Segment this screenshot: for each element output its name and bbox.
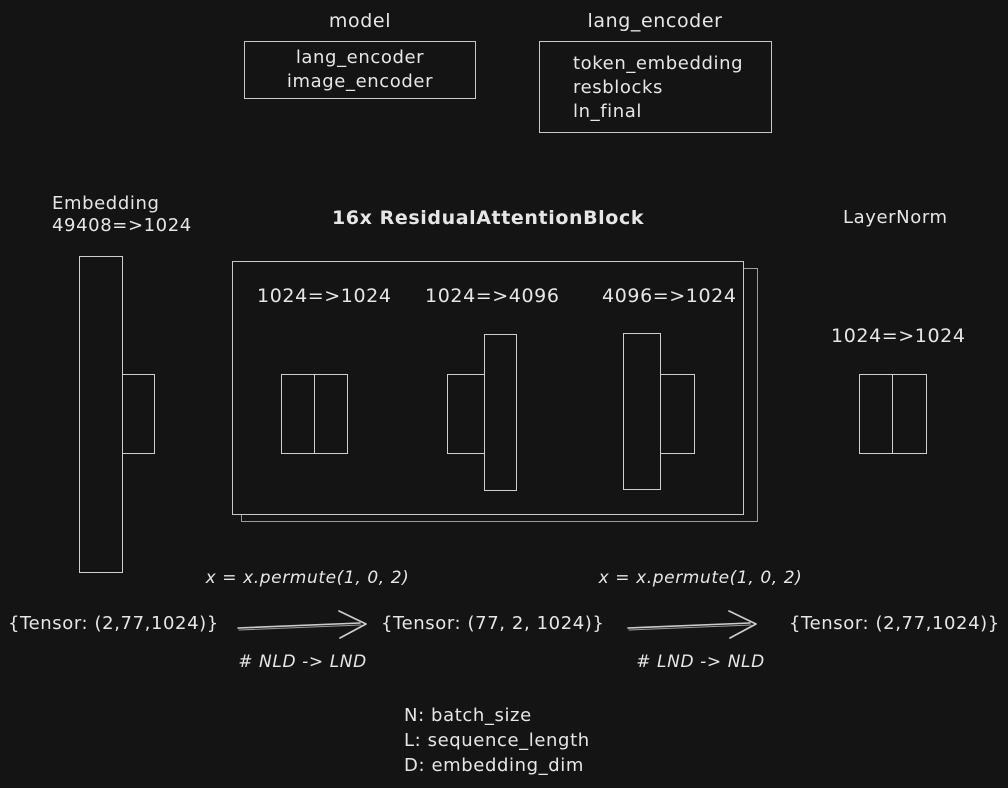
- model-box: [244, 41, 476, 99]
- lang-encoder-box-title: lang_encoder: [587, 10, 723, 32]
- lang-encoder-box-item-token-embedding: token_embedding: [573, 53, 744, 74]
- embedding-stage-title: Embedding: [52, 193, 160, 214]
- resblock-shape-label-1: 1024=>1024: [257, 285, 392, 307]
- permute-op-label-1: x = x.permute(1, 0, 2): [205, 568, 410, 588]
- resblock-g1-rect-right: [314, 374, 348, 454]
- arrow-right-icon-1: [236, 608, 376, 642]
- tensor-label-1: {Tensor: (2,77,1024)}: [8, 613, 219, 634]
- embedding-stage-shape: 49408=>1024: [52, 215, 192, 236]
- lang-encoder-box: [539, 41, 772, 133]
- flow-comment-2: # LND -> NLD: [636, 652, 765, 672]
- layernorm-stage-title: LayerNorm: [843, 207, 948, 228]
- resblock-shape-label-2: 1024=>4096: [425, 285, 560, 307]
- legend-item-n: N: batch_size: [404, 705, 532, 726]
- legend-item-l: L: sequence_length: [404, 730, 590, 751]
- permute-op-label-2: x = x.permute(1, 0, 2): [598, 568, 803, 588]
- resblock-shape-label-3: 4096=>1024: [602, 285, 737, 307]
- resblock-g3-rect-input: [623, 333, 661, 490]
- resblock-g2-rect-input: [447, 374, 485, 454]
- resblock-g2-rect-output: [484, 334, 517, 491]
- lang-encoder-box-item-resblocks: resblocks: [573, 77, 663, 98]
- layernorm-rect-right: [892, 374, 927, 454]
- model-box-item-lang-encoder: lang_encoder: [295, 47, 425, 68]
- resblock-g1-rect-left: [281, 374, 315, 454]
- lang-encoder-box-item-ln-final: ln_final: [573, 101, 642, 122]
- resblock-stage-title: 16x ResidualAttentionBlock: [331, 207, 645, 229]
- tensor-label-3: {Tensor: (2,77,1024)}: [789, 613, 1000, 634]
- tensor-label-2: {Tensor: (77, 2, 1024)}: [381, 613, 605, 634]
- model-box-item-image-encoder: image_encoder: [286, 71, 434, 92]
- resblock-g3-rect-output: [660, 374, 695, 454]
- layernorm-rect-left: [859, 374, 893, 454]
- model-box-title: model: [328, 10, 392, 32]
- embedding-output-rect: [122, 374, 155, 454]
- arrow-right-icon-2: [626, 608, 766, 642]
- embedding-weight-rect: [79, 256, 123, 573]
- layernorm-stage-shape: 1024=>1024: [831, 325, 966, 347]
- legend-item-d: D: embedding_dim: [404, 755, 585, 776]
- flow-comment-1: # NLD -> LND: [238, 652, 367, 672]
